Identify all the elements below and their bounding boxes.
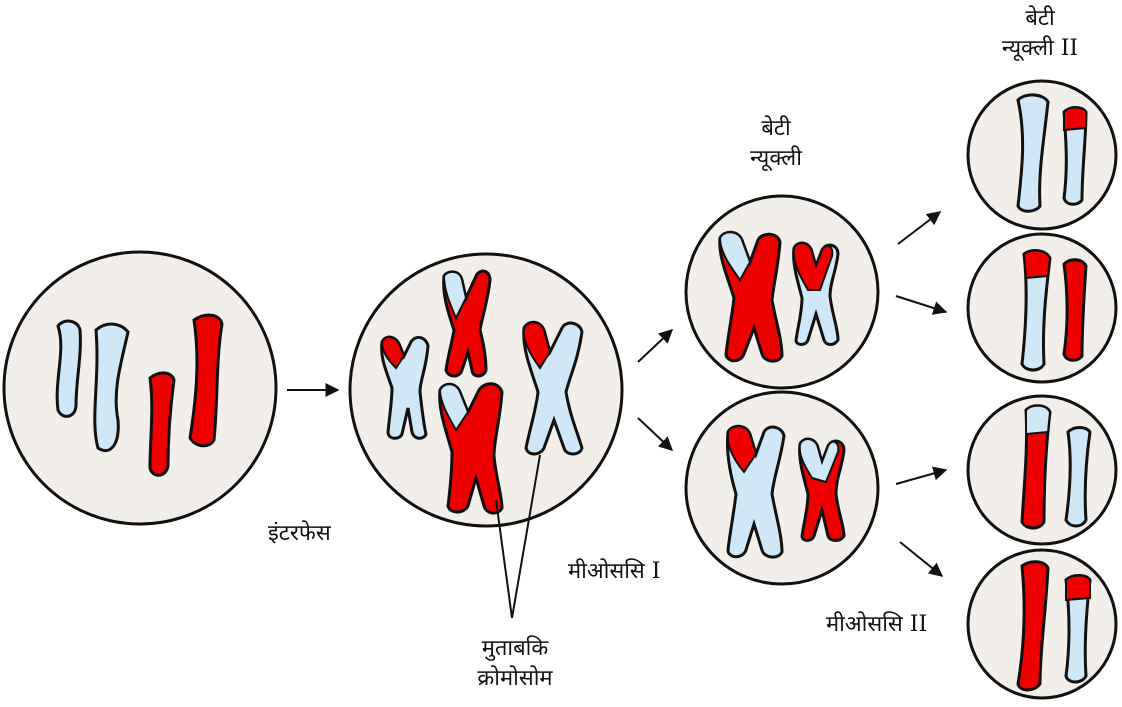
arrow-to-nucleus-4	[899, 541, 944, 577]
daughter-nucleus-2-c	[966, 394, 1118, 546]
daughter-nucleus-2-b	[966, 232, 1118, 384]
label-daughter-nuclei-2-line1: बेटी	[1025, 6, 1055, 31]
red-tip-a	[1063, 106, 1087, 132]
arrow-to-nucleus-3	[895, 466, 948, 485]
chromatid-red	[1062, 258, 1088, 362]
label-meiosis-1: मीओससि I	[568, 559, 661, 584]
red-tip-d	[1065, 574, 1091, 602]
label-daughter-nuclei-2: बेटी न्यूक्ली II	[970, 4, 1110, 64]
chromosome-x-blue-large-red-arm	[726, 425, 758, 474]
chromatid-red-long	[1016, 560, 1050, 692]
label-homologous-line1: मुताबकि	[481, 636, 549, 661]
chromosome-x-large-center-blue-arm	[438, 383, 470, 432]
label-daughter-nuclei: बेटी न्यूक्ली	[716, 114, 836, 174]
label-meiosis-2: मीओससि II	[826, 612, 928, 637]
label-daughter-nuclei-2-line2: न्यूक्ली II	[1001, 36, 1079, 61]
chromosome-x-blue-small-red-arm	[792, 242, 834, 291]
arrow-to-nucleus-1	[897, 211, 942, 245]
chromosome-x-top-blue-arm	[442, 270, 468, 321]
homolog-pairing-cell	[348, 252, 624, 528]
chromosome-x-right-red-arm	[522, 321, 552, 370]
daughter-nucleus-2-a	[966, 79, 1118, 231]
chromosome-blue-large	[93, 322, 130, 453]
chromosome-x-red-small-blue-arm	[798, 438, 840, 484]
chromosome-x-small-left-red-arm	[380, 336, 406, 370]
label-daughter-nuclei-line1: बेटी	[761, 116, 791, 141]
label-interphase: इंटरफेस	[268, 521, 331, 546]
label-homologous-line2: क्रोमोसोम	[477, 666, 553, 691]
label-homologous-chromosomes: मुताबकि क्रोमोसोम	[440, 634, 590, 694]
daughter-nucleus-top	[684, 194, 880, 390]
chromosome-red-small	[148, 371, 176, 477]
chromosome-red-large	[188, 313, 224, 448]
pointer-line-right	[511, 454, 541, 619]
arrow-to-daughter-bottom	[637, 417, 674, 451]
interphase-cell	[2, 250, 278, 526]
chromosome-blue-small	[55, 319, 82, 418]
arrow-to-nucleus-2	[895, 295, 948, 315]
chromatid-blue-long	[1016, 93, 1050, 213]
daughter-nucleus-bottom	[684, 390, 880, 586]
red-tip-b	[1022, 249, 1052, 280]
chromatid-blue	[1064, 426, 1092, 528]
daughter-nucleus-2-d	[966, 548, 1118, 700]
arrow-to-daughter-top	[637, 329, 674, 363]
blue-tip-c	[1025, 404, 1052, 436]
label-daughter-nuclei-line2: न्यूक्ली	[750, 146, 802, 171]
pointer-line-left	[495, 499, 513, 619]
chromosome-x-red-large-blue-arm	[718, 231, 752, 282]
